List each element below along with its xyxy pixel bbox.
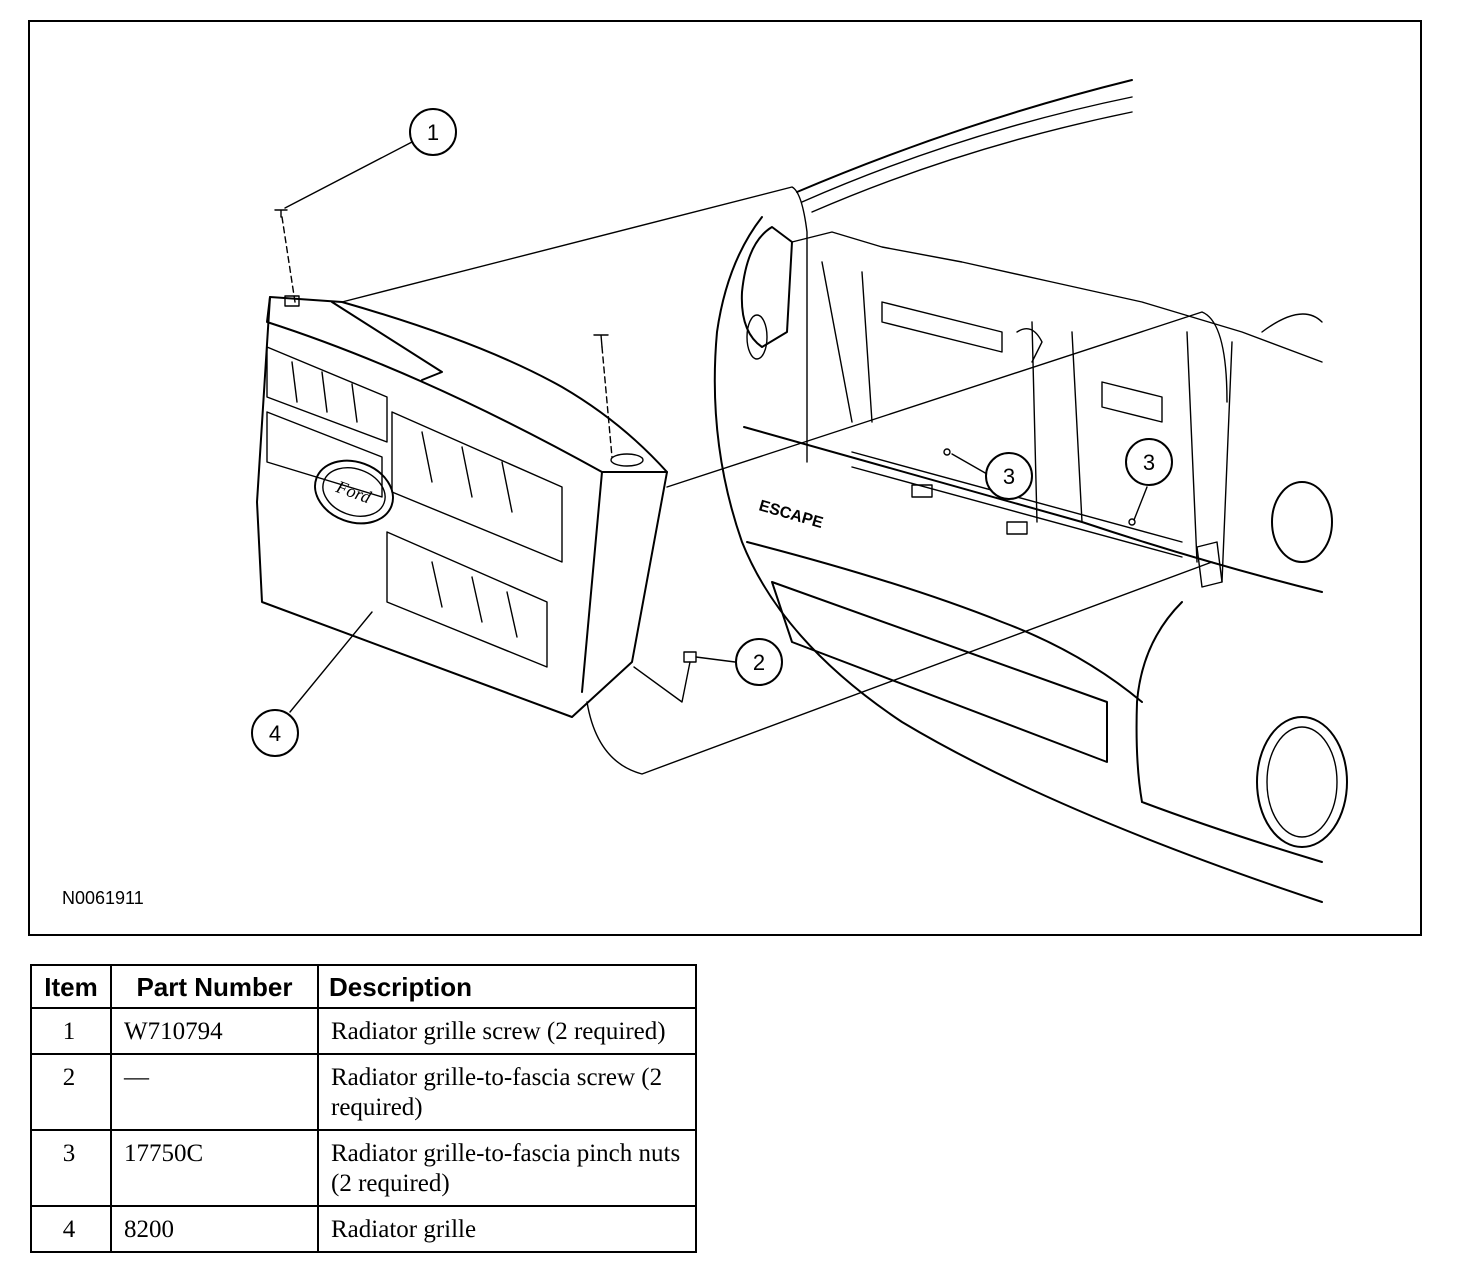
vehicle-hood bbox=[796, 79, 1133, 213]
cell-description: Radiator grille screw (2 required) bbox=[317, 1007, 697, 1055]
cell-item: 4 bbox=[30, 1205, 112, 1253]
escape-nameplate: ESCAPE bbox=[757, 498, 825, 533]
table-header-row: Item Part Number Description bbox=[30, 964, 697, 1009]
cell-item: 2 bbox=[30, 1053, 112, 1131]
cell-part-number: W710794 bbox=[110, 1007, 319, 1055]
svg-text:1: 1 bbox=[427, 120, 439, 145]
svg-text:Ford: Ford bbox=[333, 476, 375, 508]
grille-illustration: ESCAPE bbox=[251, 79, 1348, 903]
cell-part-number: — bbox=[110, 1053, 319, 1131]
header-item: Item bbox=[30, 964, 112, 1009]
svg-text:2: 2 bbox=[753, 650, 765, 675]
table-row: 4 8200 Radiator grille bbox=[30, 1205, 697, 1253]
cell-item: 1 bbox=[30, 1007, 112, 1055]
vehicle-front-fascia bbox=[713, 216, 1348, 903]
parts-table: Item Part Number Description 1 W710794 R… bbox=[30, 964, 697, 1253]
cell-part-number: 8200 bbox=[110, 1205, 319, 1253]
svg-text:ESCAPE: ESCAPE bbox=[757, 498, 825, 533]
cell-part-number: 17750C bbox=[110, 1129, 319, 1207]
callout-3b: 3 bbox=[1125, 438, 1173, 486]
leader-lines bbox=[284, 141, 1148, 713]
table-row: 2 — Radiator grille-to-fascia screw (2 r… bbox=[30, 1053, 697, 1131]
radiator-grille bbox=[256, 295, 668, 718]
table-row: 3 17750C Radiator grille-to-fascia pinch… bbox=[30, 1129, 697, 1207]
callout-3a: 3 bbox=[985, 452, 1033, 500]
fasteners bbox=[274, 209, 1136, 663]
svg-text:4: 4 bbox=[269, 721, 281, 746]
cell-item: 3 bbox=[30, 1129, 112, 1207]
exploded-view-diagram: ESCAPE bbox=[28, 20, 1422, 936]
header-description: Description bbox=[317, 964, 697, 1009]
figure-id: N0061911 bbox=[62, 888, 144, 908]
cell-description: Radiator grille-to-fascia screw (2 requi… bbox=[317, 1053, 697, 1131]
table-row: 1 W710794 Radiator grille screw (2 requi… bbox=[30, 1007, 697, 1055]
callout-4: 4 bbox=[251, 709, 299, 757]
callout-2: 2 bbox=[735, 638, 783, 686]
ford-emblem: Ford bbox=[314, 459, 394, 525]
svg-text:3: 3 bbox=[1143, 450, 1155, 475]
cell-description: Radiator grille-to-fascia pinch nuts (2 … bbox=[317, 1129, 697, 1207]
header-part-number: Part Number bbox=[110, 964, 319, 1009]
callout-1: 1 bbox=[409, 108, 457, 156]
alignment-lines bbox=[341, 186, 1228, 775]
cell-description: Radiator grille bbox=[317, 1205, 697, 1253]
svg-text:3: 3 bbox=[1003, 464, 1015, 489]
